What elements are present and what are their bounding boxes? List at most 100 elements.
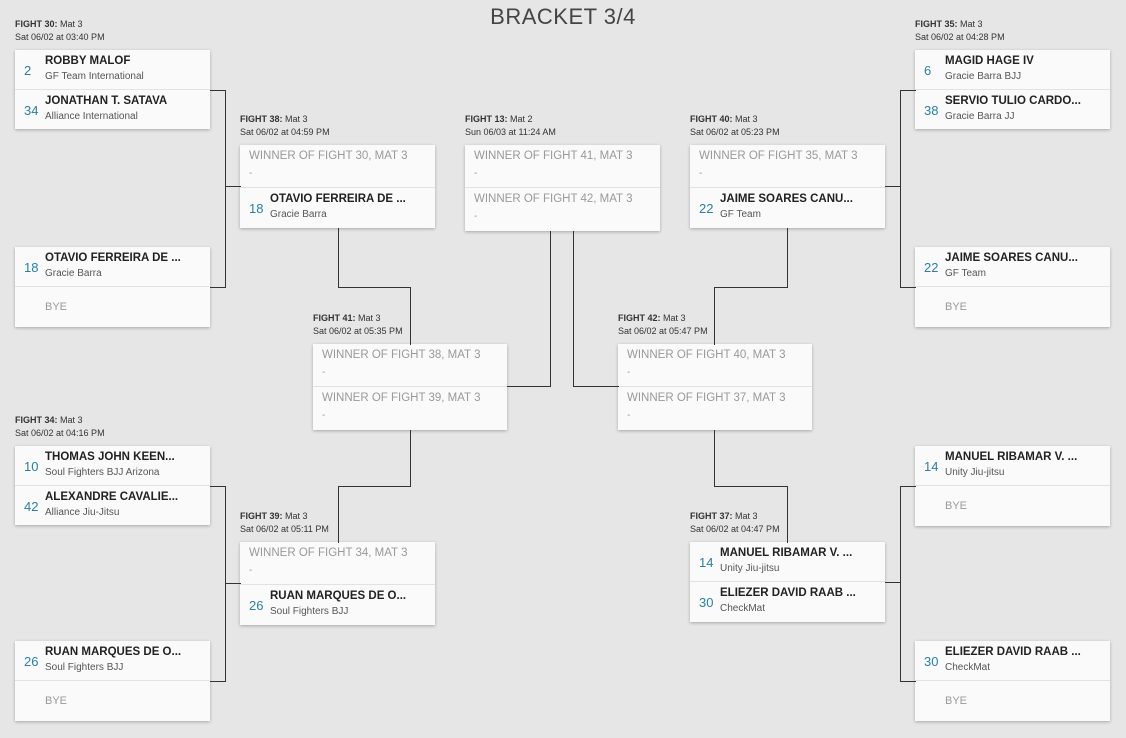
competitor-name[interactable]: RUAN MARQUES DE O... — [270, 590, 407, 602]
competitor-name[interactable]: ROBBY MALOF — [45, 55, 131, 67]
competitor-name[interactable]: OTAVIO FERREIRA DE ... — [45, 252, 181, 264]
bracket-connector-line — [714, 486, 788, 487]
competitor-name[interactable]: SERVIO TULIO CARDO... — [945, 95, 1081, 107]
bracket-connector-line — [900, 681, 916, 682]
fight-mat: Mat 2 — [510, 114, 533, 124]
competitor-slot[interactable]: 26 RUAN MARQUES DE O... Soul Fighters BJJ — [15, 641, 210, 681]
fight-time: Sat 06/02 at 05:23 PM — [690, 127, 780, 137]
fight-mat: Mat 3 — [285, 511, 308, 521]
competitor-name[interactable]: JAIME SOARES CANU... — [720, 193, 853, 205]
bracket-connector-line — [573, 386, 619, 387]
competitor-name[interactable]: THOMAS JOHN KEEN... — [45, 451, 175, 463]
fight-number: FIGHT 38: — [240, 114, 283, 124]
empty-dash: - — [322, 367, 326, 378]
competitor-team: Gracie Barra — [270, 209, 327, 220]
bracket-connector-line — [900, 287, 916, 288]
bracket-connector-line — [507, 386, 551, 387]
fight-time: Sat 06/02 at 04:28 PM — [915, 32, 1005, 42]
bye-label: BYE — [945, 500, 968, 512]
seed-number: 10 — [24, 459, 39, 474]
competitor-name[interactable]: ELIEZER DAVID RAAB ... — [720, 587, 856, 599]
competitor-name[interactable]: JONATHAN T. SATAVA — [45, 95, 168, 107]
winner-of-label: WINNER OF FIGHT 38, MAT 3 — [322, 349, 481, 361]
fight-time: Sat 06/02 at 05:47 PM — [618, 326, 708, 336]
competitor-name[interactable]: RUAN MARQUES DE O... — [45, 646, 182, 658]
bracket-connector-line — [225, 90, 226, 288]
fight-mat: Mat 3 — [735, 114, 758, 124]
winner-of-label: WINNER OF FIGHT 40, MAT 3 — [627, 349, 786, 361]
fight-card[interactable]: WINNER OF FIGHT 38, MAT 3 - WINNER OF FIGH… — [313, 344, 507, 430]
bye-label: BYE — [945, 695, 968, 707]
fight-number: FIGHT 42: — [618, 313, 661, 323]
bracket-connector-line — [210, 287, 226, 288]
fight-mat: Mat 3 — [735, 511, 758, 521]
seed-number: 30 — [924, 654, 939, 669]
winner-of-label: WINNER OF FIGHT 37, MAT 3 — [627, 392, 786, 404]
fight-card[interactable]: 14 MANUEL RIBAMAR V. ... Unity Jiu-jitsu 30… — [690, 542, 885, 622]
competitor-name[interactable]: MANUEL RIBAMAR V. ... — [945, 451, 1078, 463]
competitor-name[interactable]: ELIEZER DAVID RAAB ... — [945, 646, 1081, 658]
empty-dash: - — [249, 168, 253, 179]
bye-card[interactable]: 26 RUAN MARQUES DE O... Soul Fighters BJJ B… — [15, 641, 210, 721]
competitor-team: CheckMat — [945, 662, 991, 673]
fight-number-line: FIGHT 30: Mat 3 — [15, 18, 105, 31]
seed-number: 14 — [699, 555, 714, 570]
fight-time: Sat 06/02 at 04:59 PM — [240, 127, 330, 137]
competitor-team: Soul Fighters BJJ — [45, 662, 124, 673]
competitor-name[interactable]: OTAVIO FERREIRA DE ... — [270, 193, 406, 205]
competitor-team: Unity Jiu-jitsu — [720, 563, 780, 574]
bye-label: BYE — [45, 695, 68, 707]
fight-number: FIGHT 35: — [915, 19, 958, 29]
competitor-team: GF Team — [720, 209, 761, 220]
bracket-connector-line — [885, 582, 901, 583]
competitor-slot[interactable]: 14 MANUEL RIBAMAR V. ... Unity Jiu-jitsu — [690, 542, 885, 582]
fight-time: Sat 06/02 at 05:11 PM — [240, 524, 329, 534]
bracket-connector-line — [210, 90, 226, 91]
competitor-name[interactable]: ALEXANDRE CAVALIE... — [45, 491, 179, 503]
winner-placeholder-slot: WINNER OF FIGHT 39, MAT 3- — [313, 387, 507, 430]
competitor-team: Gracie Barra BJJ — [945, 71, 1022, 82]
winner-placeholder-slot: WINNER OF FIGHT 41, MAT 3- — [465, 145, 660, 188]
bracket-title: BRACKET 3/4 — [490, 4, 636, 29]
competitor-name[interactable]: MAGID HAGE IV — [945, 55, 1034, 67]
competitor-slot[interactable]: 30 ELIEZER DAVID RAAB ... CheckMat — [915, 641, 1110, 681]
competitor-name[interactable]: JAIME SOARES CANU... — [945, 252, 1078, 264]
fight-number-line: FIGHT 35: Mat 3 — [915, 18, 1005, 31]
competitor-name[interactable]: MANUEL RIBAMAR V. ... — [720, 547, 853, 559]
seed-number: 26 — [24, 654, 39, 669]
fight-card[interactable]: WINNER OF FIGHT 41, MAT 3-WINNER OF FIGH… — [465, 145, 660, 231]
bracket-connector-line — [225, 186, 241, 187]
bracket-connector-line — [900, 486, 901, 682]
winner-of-label: WINNER OF FIGHT 39, MAT 3 — [322, 392, 481, 404]
competitor-team: Gracie Barra JJ — [945, 111, 1015, 122]
fight-card[interactable]: WINNER OF FIGHT 40, MAT 3-WINNER OF FIGH… — [618, 344, 812, 430]
bracket-connector-line — [900, 90, 916, 91]
winner-placeholder-slot: WINNER OF FIGHT 37, MAT 3- — [618, 387, 812, 430]
